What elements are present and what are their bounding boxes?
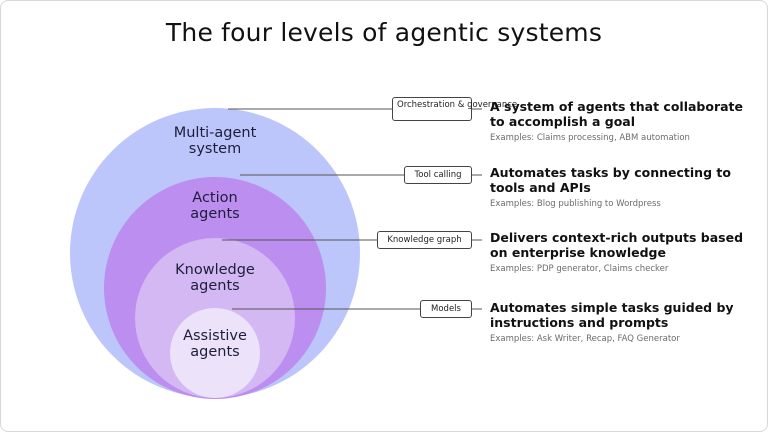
- description-title: Automates tasks by connecting to tools a…: [490, 165, 731, 195]
- circle-label-knowledge: Knowledge agents: [175, 262, 255, 294]
- tag-tool-calling: Tool calling: [404, 166, 472, 184]
- circle-label-action: Action agents: [190, 190, 240, 222]
- description-example: Examples: Blog publishing to Wordpress: [490, 199, 661, 209]
- description-assistive: Automates simple tasks guided by instruc…: [490, 300, 750, 345]
- description-example: Examples: PDP generator, Claims checker: [490, 264, 669, 274]
- description-title: A system of agents that collaborate to a…: [490, 99, 744, 129]
- tag-knowledge-graph: Knowledge graph: [377, 231, 472, 249]
- circle-label-assistive: Assistive agents: [183, 328, 247, 360]
- circle-assistive-agents: [170, 308, 260, 398]
- description-knowledge: Delivers context-rich outputs based on e…: [490, 230, 750, 275]
- tag-orchestration-governance: Orchestration & governance: [392, 97, 517, 121]
- description-example: Examples: Ask Writer, Recap, FAQ Generat…: [490, 334, 680, 344]
- description-title: Delivers context-rich outputs based on e…: [490, 230, 744, 260]
- page-title: The four levels of agentic systems: [165, 18, 603, 47]
- circle-label-multi-agent: Multi-agent system: [173, 125, 257, 157]
- description-example: Examples: Claims processing, ABM automat…: [490, 133, 690, 143]
- description-title: Automates simple tasks guided by instruc…: [490, 300, 734, 330]
- description-multi-agent: A system of agents that collaborate to a…: [490, 99, 750, 144]
- description-action: Automates tasks by connecting to tools a…: [490, 165, 750, 210]
- tag-models: Models: [420, 300, 472, 318]
